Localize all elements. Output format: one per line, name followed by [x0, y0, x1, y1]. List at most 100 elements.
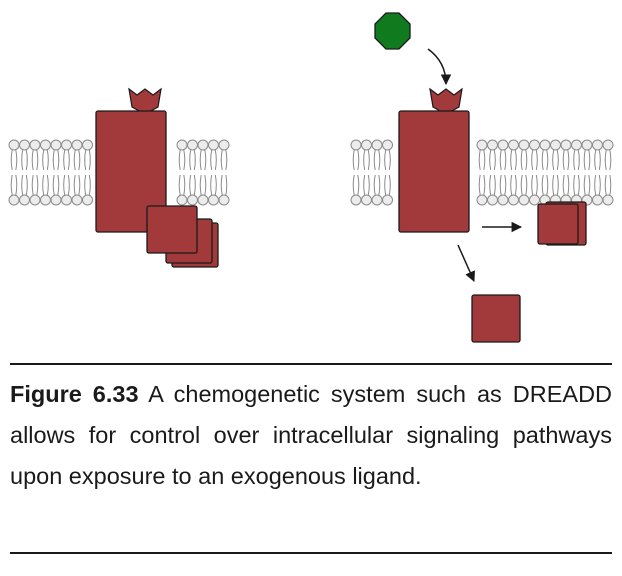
lipid-tail: [594, 149, 597, 171]
lipid-tail: [573, 149, 576, 171]
lipid-tail: [10, 149, 13, 171]
lipid-head: [208, 194, 219, 206]
lipid-tail: [46, 149, 49, 171]
lipid-tail: [525, 149, 528, 171]
lipid-tail: [609, 174, 612, 196]
lipid-tail: [552, 149, 555, 171]
lipid-tail: [57, 174, 60, 196]
lipid-tail: [42, 174, 45, 196]
inactive-dreadd-panel: [95, 87, 219, 268]
lipid-head: [19, 194, 30, 206]
caption-bottom-rule: [10, 552, 612, 554]
receptor-binding-pocket-right: [429, 87, 463, 113]
lipid-tail: [384, 174, 387, 196]
lipid-head: [61, 139, 72, 151]
lipid-tail: [489, 174, 492, 196]
lipid-head: [8, 194, 20, 206]
lipid-tail: [499, 149, 502, 171]
lipid-tail: [531, 174, 534, 196]
lipid-head: [371, 139, 383, 151]
lipid-tail: [204, 174, 207, 196]
lipid-tail: [483, 174, 486, 196]
lipid-tail: [352, 149, 355, 171]
lipid-tail: [57, 149, 60, 171]
lipid-head: [40, 194, 51, 206]
lipid-tail: [42, 149, 45, 171]
lipid-head: [371, 194, 383, 206]
lipid-tail: [483, 149, 486, 171]
lipid-tail: [546, 174, 549, 196]
lipid-tail: [552, 174, 555, 196]
lipid-head: [8, 139, 20, 151]
lipid-head: [29, 139, 41, 151]
lipid-tail: [21, 149, 24, 171]
lipid-tail: [520, 174, 523, 196]
lipid-tail: [378, 149, 381, 171]
lipid-head: [361, 194, 372, 206]
lipid-tail: [199, 149, 202, 171]
lipid-head: [529, 139, 540, 151]
lipid-tail: [510, 149, 513, 171]
receptor-binding-pocket-left: [128, 87, 162, 113]
lipid-head: [497, 194, 509, 206]
lipid-tail: [88, 149, 91, 171]
lipid-head: [539, 139, 551, 151]
lipid-head: [82, 194, 93, 206]
lipid-tail: [31, 174, 34, 196]
lipid-tail: [36, 174, 39, 196]
lipid-tail: [84, 174, 87, 196]
lipid-head: [50, 139, 62, 151]
lipid-head: [508, 194, 519, 206]
lipid-head: [82, 139, 93, 151]
g-protein-front-left: [146, 205, 198, 254]
lipid-head: [581, 139, 593, 151]
lipid-tail: [10, 174, 13, 196]
lipid-tail: [88, 174, 91, 196]
lipid-tail: [15, 149, 18, 171]
lipid-tail: [178, 174, 181, 196]
lipid-tail: [567, 149, 570, 171]
g-protein-beta-gamma-front: [537, 203, 579, 245]
lipid-tail: [363, 174, 366, 196]
figure-label: Figure 6.33: [10, 381, 139, 407]
lipid-tail: [478, 174, 481, 196]
lipid-tail: [36, 149, 39, 171]
lipid-tail: [214, 149, 217, 171]
lipid-tail: [46, 174, 49, 196]
lipid-head: [382, 139, 393, 151]
figure-caption: Figure 6.33 A chemogenetic system such a…: [10, 374, 612, 497]
g-protein-alpha: [471, 294, 521, 343]
lipid-head: [592, 139, 603, 151]
lipid-tail: [588, 174, 591, 196]
lipid-head: [197, 194, 209, 206]
lipid-tail: [520, 149, 523, 171]
lipid-tail: [367, 149, 370, 171]
lipid-tail: [583, 149, 586, 171]
lipid-tail: [388, 174, 391, 196]
lipid-tail: [504, 149, 507, 171]
lipid-tail: [562, 174, 565, 196]
lipid-tail: [63, 174, 66, 196]
lipid-head: [350, 194, 362, 206]
lipid-head: [487, 139, 498, 151]
lipid-head: [382, 194, 393, 206]
lipid-head: [61, 194, 72, 206]
lipid-tail: [214, 174, 217, 196]
lipid-tail: [183, 149, 186, 171]
lipid-head: [29, 194, 41, 206]
lipid-tail: [583, 174, 586, 196]
lipid-tail: [573, 174, 576, 196]
lipid-head: [350, 139, 362, 151]
lipid-tail: [604, 174, 607, 196]
lipid-tail: [546, 149, 549, 171]
lipid-head: [602, 139, 614, 151]
lipid-tail: [84, 149, 87, 171]
lipid-tail: [183, 174, 186, 196]
lipid-tail: [78, 149, 81, 171]
lipid-tail: [73, 149, 76, 171]
lipid-head: [497, 139, 509, 151]
lipid-tail: [225, 149, 228, 171]
lipid-tail: [15, 174, 18, 196]
lipid-tail: [598, 174, 601, 196]
lipid-tail: [357, 149, 360, 171]
